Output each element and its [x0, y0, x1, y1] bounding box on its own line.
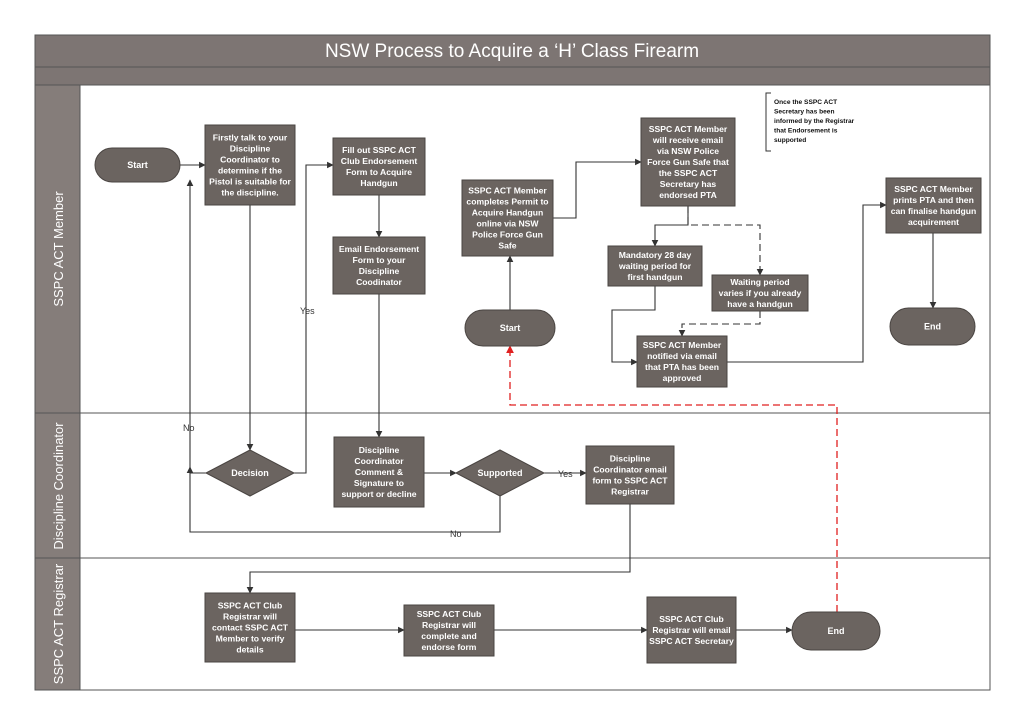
connectors	[180, 158, 937, 634]
node-label-end1: End	[924, 322, 941, 332]
node-supported: Supported	[454, 449, 546, 497]
label-no-supported: No	[450, 529, 462, 539]
lane-member: SSPC ACT Member	[34, 84, 991, 414]
label-no-decision: No	[183, 423, 195, 433]
arrow-mandatory-to-notified	[611, 286, 656, 366]
arrow-supported-no	[186, 466, 501, 533]
diagram-title: NSW Process to Acquire a ‘H’ Class Firea…	[325, 41, 699, 62]
lane-registrar: SSPC ACT Registrar	[34, 557, 991, 691]
arrow-receive-to-mandatory	[651, 206, 689, 247]
arrow-permit-to-receive	[553, 158, 642, 219]
note-bracket	[765, 92, 771, 152]
sub-header-bar	[34, 66, 991, 86]
node-start2: Start	[464, 309, 556, 347]
arrow-receive-to-waiting	[687, 206, 764, 276]
arrow-coord-to-contact	[246, 504, 631, 594]
node-end2: End	[791, 611, 881, 651]
node-label-supported: Supported	[478, 468, 523, 478]
title-bar	[34, 34, 991, 68]
node-decision: Decision	[204, 449, 296, 497]
node-label-start1: Start	[127, 160, 148, 170]
node-start1: Start	[94, 147, 181, 183]
node-end1: End	[889, 307, 976, 346]
lane-label-member: SSPC ACT Member	[51, 191, 66, 307]
arrow-notified-to-prints	[727, 201, 887, 363]
arrow-waiting-to-notified	[678, 311, 761, 337]
arrow-end-to-start2	[506, 345, 838, 612]
node-label-start2: Start	[500, 323, 521, 333]
arrow-decision-yes	[294, 161, 334, 474]
label-yes-decision: Yes	[300, 306, 315, 316]
lane-label-registrar: SSPC ACT Registrar	[51, 563, 66, 684]
node-label-decision: Decision	[231, 468, 269, 478]
lane-label-coordinator: Discipline Coordinator	[51, 422, 66, 550]
lane-coordinator: Discipline Coordinator	[34, 412, 991, 559]
label-yes-supported: Yes	[558, 469, 573, 479]
node-label-end2: End	[828, 626, 845, 636]
